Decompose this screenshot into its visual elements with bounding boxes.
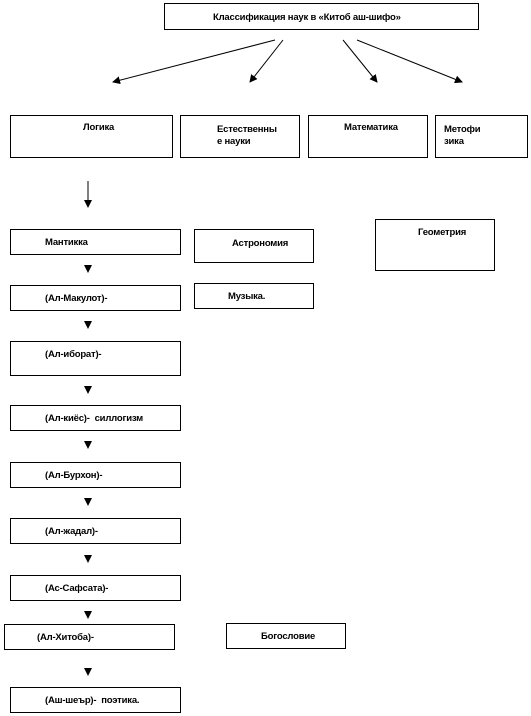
chain-item-label: Мантикка [45, 237, 88, 248]
mathematics-box: Математика [308, 115, 428, 158]
down-arrow-1 [84, 265, 92, 273]
chain-item-8: (Ал-Хитоба)- [4, 624, 175, 650]
chain-item-label: (Ал-Хитоба)- [37, 632, 94, 643]
logic-label: Логика [83, 122, 115, 133]
down-arrow-6 [84, 555, 92, 563]
chain-item-5: (Ал-Бурхон)- [10, 462, 181, 488]
astronomy-label: Астрономия [232, 238, 289, 249]
chain-item-1: Мантикка [10, 229, 181, 255]
chain-item-4: (Ал-киёс)- силлогизм [10, 405, 181, 431]
chain-item-3: (Ал-иборат)- [10, 341, 181, 376]
theology-box: Богословие [226, 623, 346, 649]
theology-label: Богословие [261, 631, 316, 642]
title-box: Классификация наук в «Китоб аш-шифо» [164, 3, 479, 30]
natural-sciences-box: Естественны е науки [180, 115, 300, 158]
metaphysics-label: Метофи зика [444, 124, 481, 147]
astronomy-box: Астрономия [194, 229, 314, 263]
chain-down-arrows [84, 265, 92, 676]
geometry-label: Геометрия [418, 227, 467, 238]
arrow-to-metaphysics [356, 39, 463, 84]
logic-box: Логика [10, 115, 173, 158]
arrow-to-natural [249, 39, 284, 83]
chain-item-label: (Аш-шеър)- поэтика. [45, 695, 140, 706]
down-arrow-3 [84, 386, 92, 394]
down-arrow-2 [84, 321, 92, 329]
chain-item-label: (Ал-жадал)- [45, 526, 98, 537]
down-arrow-8 [84, 668, 92, 676]
chain-item-7: (Ас-Сафсата)- [10, 575, 181, 601]
music-box: Музыка. [194, 283, 314, 309]
natural-sciences-label: Естественны е науки [217, 124, 277, 147]
metaphysics-box: Метофи зика [435, 115, 528, 158]
down-arrow-7 [84, 611, 92, 619]
down-arrow-5 [84, 498, 92, 506]
arrow-to-math [342, 39, 378, 83]
arrow-to-logic [112, 39, 276, 85]
chain-item-label: (Ас-Сафсата)- [45, 583, 109, 594]
title-label: Классификация наук в «Китоб аш-шифо» [213, 12, 401, 23]
geometry-box: Геометрия [375, 219, 495, 271]
chain-item-label: (Ал-иборат)- [45, 349, 102, 360]
music-label: Музыка. [228, 291, 266, 302]
chain-item-label: (Ал-киёс)- силлогизм [45, 413, 143, 424]
chain-item-6: (Ал-жадал)- [10, 518, 181, 544]
down-arrow-4 [84, 441, 92, 449]
chain-item-2: (Ал-Макулот)- [10, 285, 181, 311]
chain-item-9: (Аш-шеър)- поэтика. [10, 687, 181, 713]
mathematics-label: Математика [344, 122, 398, 133]
chain-item-label: (Ал-Макулот)- [45, 293, 108, 304]
chain-item-label: (Ал-Бурхон)- [45, 470, 103, 481]
